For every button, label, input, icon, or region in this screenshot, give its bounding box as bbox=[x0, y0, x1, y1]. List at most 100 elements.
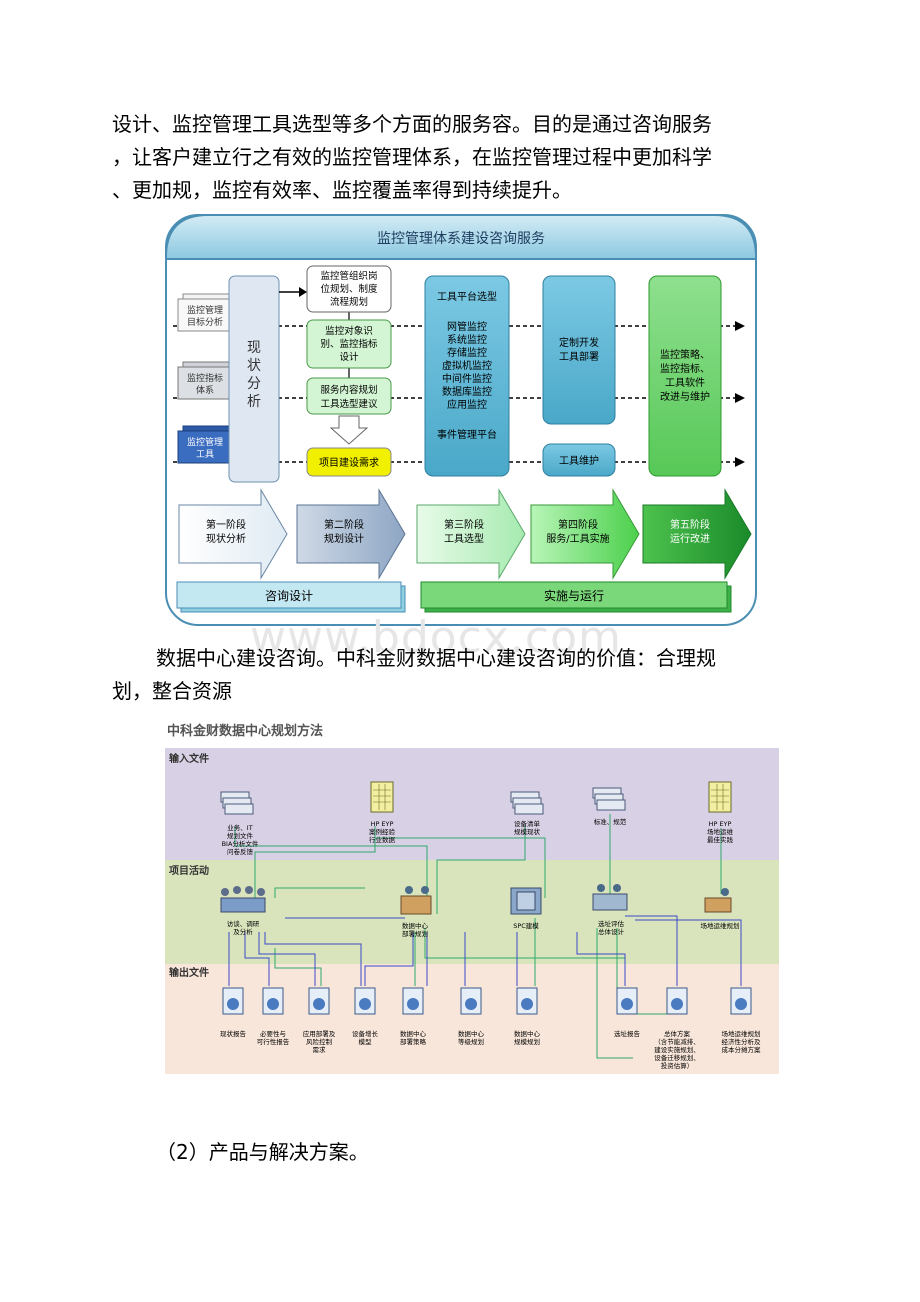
svg-text:最佳实践: 最佳实践 bbox=[707, 835, 734, 844]
stage-4-arrow: 第四阶段 服务/工具实施 bbox=[530, 488, 640, 580]
svg-text:工具选型建议: 工具选型建议 bbox=[320, 398, 378, 410]
svg-text:中间件监控: 中间件监控 bbox=[442, 372, 492, 385]
svg-text:SPC建模: SPC建模 bbox=[513, 921, 539, 930]
strategy-improvement-box: 监控策略、 监控指标、 工具软件 改进与维护 bbox=[648, 275, 722, 477]
svg-text:总体方案: 总体方案 bbox=[664, 1029, 691, 1038]
svg-text:设备迁移规划、: 设备迁移规划、 bbox=[654, 1053, 700, 1062]
svg-text:应用部署及: 应用部署及 bbox=[303, 1029, 336, 1038]
section-heading: （2）产品与解决方案。 bbox=[112, 1136, 856, 1169]
svg-text:工具平台选型: 工具平台选型 bbox=[437, 290, 497, 303]
fig1-title: 监控管理体系建设咨询服务 bbox=[377, 231, 545, 247]
svg-text:监控策略、: 监控策略、 bbox=[660, 348, 710, 361]
monitoring-consulting-diagram: 监控管理体系建设咨询服务 监控管理 目标分析 监控指标 体系 监控管理 工具 现… bbox=[163, 212, 761, 630]
output-app-deploy-risk: 应用部署及 风险控制 需求 bbox=[303, 987, 336, 1054]
svg-text:别、监控指标: 别、监控指标 bbox=[320, 338, 378, 350]
output-deploy-strategy: 数据中心 部署策略 bbox=[400, 987, 427, 1046]
svg-text:场地运维: 场地运维 bbox=[707, 827, 734, 836]
svg-text:设备增长: 设备增长 bbox=[352, 1029, 379, 1038]
svg-text:监控对象识: 监控对象识 bbox=[325, 325, 373, 337]
output-equipment-growth: 设备增长 模型 bbox=[352, 987, 379, 1046]
tool-maintenance-box: 工具维护 bbox=[542, 443, 616, 477]
svg-text:工具: 工具 bbox=[196, 449, 214, 460]
svg-text:投资估算）: 投资估算） bbox=[661, 1061, 694, 1070]
svg-text:数据中心: 数据中心 bbox=[458, 1029, 485, 1038]
svg-text:行业数据: 行业数据 bbox=[369, 835, 396, 844]
svg-text:现: 现 bbox=[247, 340, 261, 356]
stage-5-arrow: 第五阶段 运行改进 bbox=[642, 488, 752, 580]
svg-text:规划设计: 规划设计 bbox=[324, 532, 364, 545]
output-band-label: 输出文件 bbox=[169, 966, 209, 979]
svg-text:部署策略: 部署策略 bbox=[400, 1037, 427, 1046]
svg-text:应用监控: 应用监控 bbox=[447, 398, 487, 411]
tool-platform-box: 工具平台选型 网管监控 系统监控 存储监控 虚拟机监控 中间件监控 数据库监控 … bbox=[424, 275, 510, 477]
svg-text:工具部署: 工具部署 bbox=[559, 350, 599, 363]
svg-text:设计: 设计 bbox=[339, 351, 359, 363]
output-status-report: 现状报告 bbox=[220, 987, 247, 1038]
activity-spc-modeling: SPC建模 bbox=[510, 887, 542, 930]
svg-text:服务内容规划: 服务内容规划 bbox=[320, 384, 377, 396]
section-heading-text: （2）产品与解决方案。 bbox=[156, 1140, 369, 1164]
svg-text:实施与运行: 实施与运行 bbox=[544, 588, 604, 603]
svg-text:规模规划: 规模规划 bbox=[514, 1037, 540, 1046]
stage-3-arrow: 第三阶段 工具选型 bbox=[416, 488, 526, 580]
svg-text:分: 分 bbox=[247, 376, 261, 392]
svg-text:等级规划: 等级规划 bbox=[458, 1037, 484, 1046]
svg-text:第四阶段: 第四阶段 bbox=[558, 518, 598, 531]
svg-text:流程规划: 流程规划 bbox=[330, 296, 368, 308]
svg-text:需求: 需求 bbox=[313, 1045, 327, 1054]
svg-text:工具维护: 工具维护 bbox=[559, 454, 599, 467]
svg-text:服务/工具实施: 服务/工具实施 bbox=[546, 532, 609, 545]
implementation-operation-bar: 实施与运行 bbox=[420, 581, 732, 613]
output-overall-plan: 总体方案 （含节能减排、 建设实施规划、 设备迁移规划、 投资估算） bbox=[654, 987, 700, 1070]
datacenter-line-1: 数据中心建设咨询。中科金财数据中心建设咨询的价值：合理规 bbox=[156, 646, 716, 670]
svg-text:HP EYP: HP EYP bbox=[371, 820, 394, 828]
svg-text:案例经验: 案例经验 bbox=[369, 827, 396, 836]
svg-text:HP EYP: HP EYP bbox=[709, 820, 732, 828]
intro-line-3: 、更加规，监控有效率、监控覆盖率得到持续提升。 bbox=[112, 178, 572, 202]
service-planning-box: 服务内容规划 工具选型建议 bbox=[306, 377, 392, 415]
input-monitoring-goal: 监控管理 目标分析 bbox=[177, 293, 238, 332]
svg-text:项目建设需求: 项目建设需求 bbox=[319, 456, 379, 469]
svg-text:第五阶段: 第五阶段 bbox=[670, 518, 710, 531]
svg-text:现状报告: 现状报告 bbox=[220, 1029, 247, 1038]
intro-line-2: ，让客户建立行之有效的监控管理体系，在监控管理过程中更加科学 bbox=[112, 145, 712, 169]
svg-text:存储监控: 存储监控 bbox=[447, 346, 487, 359]
svg-text:经济性分析及: 经济性分析及 bbox=[722, 1037, 762, 1046]
monitor-object-box: 监控对象识 别、监控指标 设计 bbox=[306, 319, 392, 369]
svg-text:监控指标: 监控指标 bbox=[187, 372, 223, 384]
svg-text:必要性与: 必要性与 bbox=[260, 1029, 286, 1038]
svg-text:及分析: 及分析 bbox=[233, 927, 253, 936]
input-band bbox=[165, 748, 779, 860]
svg-text:模型: 模型 bbox=[359, 1037, 373, 1046]
svg-text:虚拟机监控: 虚拟机监控 bbox=[442, 359, 492, 372]
svg-text:咨询设计: 咨询设计 bbox=[265, 588, 313, 603]
svg-text:访谈、调研: 访谈、调研 bbox=[227, 919, 260, 928]
status-analysis-box: 现 状 分 析 bbox=[228, 275, 280, 483]
datacenter-line-2: 划，整合资源 bbox=[112, 679, 232, 703]
input-equipment-list: 设备清单 规模现状 bbox=[510, 791, 544, 836]
svg-text:事件管理平台: 事件管理平台 bbox=[437, 428, 497, 441]
svg-text:监控管理: 监控管理 bbox=[187, 436, 223, 448]
datacenter-planning-diagram: 中科金财数据中心规划方法 输入文件 项目活动 输出文件 bbox=[165, 718, 779, 1074]
svg-text:部署规划: 部署规划 bbox=[402, 929, 428, 938]
intro-paragraph: 设计、监控管理工具选型等多个方面的服务容。目的是通过咨询服务 ，让客户建立行之有… bbox=[112, 108, 812, 207]
datacenter-paragraph: 数据中心建设咨询。中科金财数据中心建设咨询的价值：合理规 划，整合资源 bbox=[112, 642, 812, 708]
intro-line-1: 设计、监控管理工具选型等多个方面的服务容。目的是通过咨询服务 bbox=[112, 112, 712, 136]
activity-site-selection: 选址评估 总体设计 bbox=[592, 884, 628, 936]
svg-text:选址报告: 选址报告 bbox=[614, 1029, 641, 1038]
svg-text:监控指标、: 监控指标、 bbox=[660, 362, 710, 375]
custom-dev-box: 定制开发 工具部署 bbox=[542, 275, 616, 425]
svg-text:数据中心: 数据中心 bbox=[514, 1029, 541, 1038]
svg-text:工具选型: 工具选型 bbox=[444, 532, 484, 545]
svg-text:监控管组织岗: 监控管组织岗 bbox=[320, 270, 377, 282]
input-hp-eyp-cases: HP EYP 案例经验 行业数据 bbox=[369, 781, 396, 844]
svg-text:规模现状: 规模现状 bbox=[514, 827, 541, 836]
stage-2-arrow: 第二阶段 规划设计 bbox=[296, 488, 406, 580]
svg-text:风险控制: 风险控制 bbox=[306, 1037, 333, 1046]
svg-text:问卷反馈: 问卷反馈 bbox=[227, 847, 254, 856]
svg-text:工具软件: 工具软件 bbox=[665, 376, 705, 389]
svg-text:场地运维规划: 场地运维规划 bbox=[701, 921, 740, 930]
watermark: www.bdocx.com bbox=[250, 612, 622, 663]
svg-text:析: 析 bbox=[247, 394, 261, 410]
input-monitoring-index: 监控指标 体系 bbox=[177, 361, 238, 400]
